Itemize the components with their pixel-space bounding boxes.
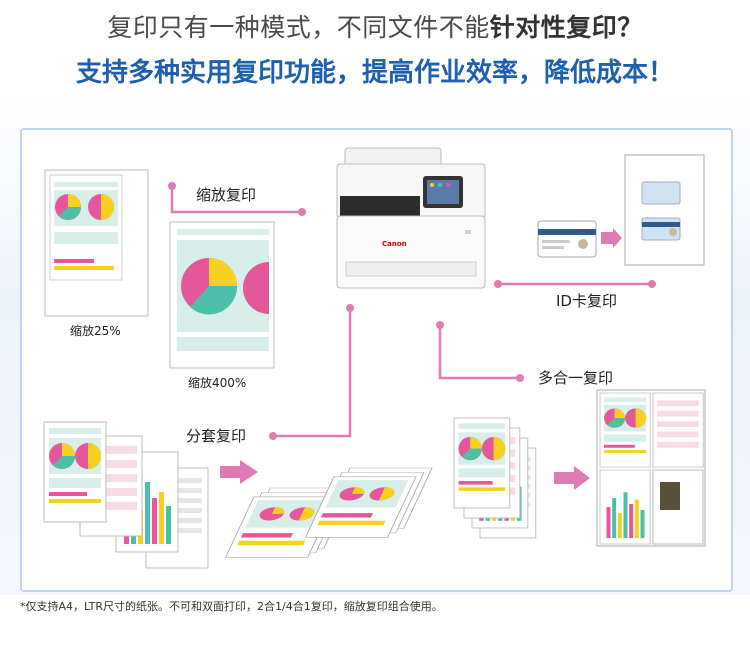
headline-question-normal: 复印只有一种模式，不同文件不能: [107, 13, 490, 42]
caption-scale-25: 缩放25%: [70, 324, 121, 338]
headline-question-bold: 针对性复印？: [489, 13, 643, 42]
headline-answer: 支持多种实用复印功能，提高作业效率，降低成本！: [75, 58, 674, 88]
multi-page-flow: [454, 389, 706, 547]
sort-copy-flow: [44, 422, 433, 569]
caption-scale-400: 缩放400%: [188, 376, 247, 390]
feature-label-reduce: 缩放复印: [196, 186, 257, 204]
printer-brand: Canon: [382, 240, 407, 248]
id-card-flow: [537, 154, 705, 266]
printer-illustration: Canon: [336, 147, 486, 289]
feature-label-multi-page: 多合一复印: [538, 369, 614, 387]
doc-scale-25: [44, 169, 149, 317]
feature-label-sort: 分套复印: [186, 427, 247, 445]
doc-scale-400: [169, 221, 275, 369]
footnote: *仅支持A4，LTR尺寸的纸张。不可和双面打印，2合1/4合1复印，缩放复印组合…: [20, 600, 443, 613]
feature-label-id-card: ID卡复印: [556, 292, 617, 310]
connector-lines: [170, 186, 652, 438]
headline-question: 复印只有一种模式，不同文件不能针对性复印？: [0, 8, 750, 44]
connector-dots: [168, 182, 656, 440]
